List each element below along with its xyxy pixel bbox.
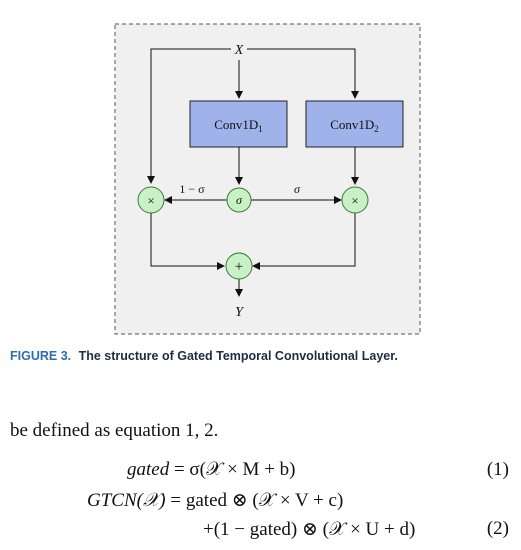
- diagram-panel: [114, 23, 421, 335]
- conv2-label: Conv1D2: [330, 117, 379, 134]
- figure-caption-text: The structure of Gated Temporal Convolut…: [78, 349, 398, 363]
- conv1-label: Conv1D1: [214, 117, 263, 134]
- mult-right-node: ×: [341, 186, 369, 214]
- mult-right-symbol: ×: [351, 193, 358, 208]
- figure-caption-label: FIGURE 3.: [10, 349, 72, 363]
- edge-label-sigma: σ: [294, 182, 301, 196]
- equation-1-number: (1): [486, 459, 509, 480]
- mult-left-symbol: ×: [147, 193, 154, 208]
- eq2-line1-rhs: = gated ⊗ (𝒳 × V + c): [170, 490, 344, 511]
- eq2-line2-rhs: +(1 − gated) ⊗ (𝒳 × U + d): [203, 519, 416, 540]
- edge-x-to-conv2: [247, 48, 359, 99]
- conv2-box: [305, 100, 404, 148]
- edge-mult-right-to-add: [252, 213, 356, 270]
- gated-tcn-diagram: X Conv1D1 Conv1D2 1 − σ σ: [114, 23, 421, 335]
- edge-mult-left-to-add: [150, 213, 225, 270]
- input-label-x: X: [234, 43, 244, 58]
- input-edges: [147, 48, 359, 184]
- equation-2-line-1: GTCN(𝒳) = gated ⊗ (𝒳 × V + c): [87, 489, 343, 512]
- sigma-node: σ: [226, 187, 252, 213]
- eq1-lhs: gated: [127, 459, 170, 480]
- conv1-block: Conv1D1: [189, 100, 288, 148]
- sigma-symbol: σ: [236, 193, 243, 207]
- conv2-block: Conv1D2: [305, 100, 404, 148]
- equation-2-number: (2): [486, 518, 509, 539]
- mult-left-node: ×: [137, 186, 165, 214]
- output-label-y: Y: [235, 305, 245, 320]
- figure-caption: FIGURE 3. The structure of Gated Tempora…: [10, 349, 515, 363]
- add-symbol: +: [235, 259, 243, 275]
- body-paragraph: be defined as equation 1, 2.: [10, 420, 219, 441]
- equation-1: gated = σ(𝒳 × M + b): [127, 459, 296, 481]
- eq2-lhs: GTCN(𝒳): [87, 490, 166, 511]
- add-node: +: [225, 252, 253, 280]
- edge-label-one-minus-sigma: 1 − σ: [179, 182, 205, 196]
- conv1-box: [189, 100, 288, 148]
- eq1-rhs: = σ(𝒳 × M + b): [173, 459, 296, 480]
- edge-x-to-mult-left: [147, 48, 231, 184]
- equation-2-line-2: +(1 − gated) ⊗ (𝒳 × U + d): [203, 518, 415, 541]
